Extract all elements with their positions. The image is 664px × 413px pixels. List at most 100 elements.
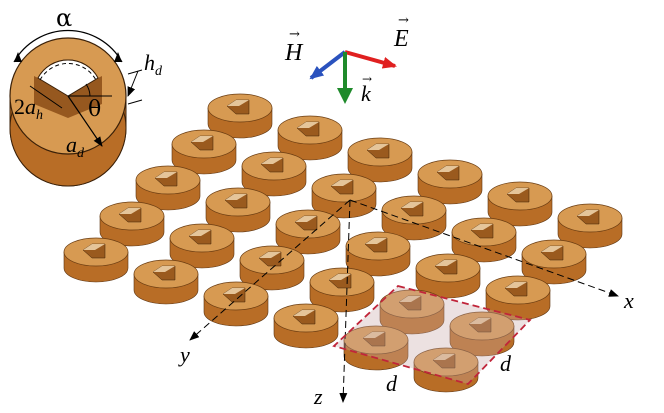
dielectric-disk [309,267,375,313]
electric-field-label: E [393,26,409,52]
disk-hole-floor [433,354,455,360]
dielectric-disk [207,93,273,139]
period-label-x: d [500,351,512,376]
height-label: hd [144,50,163,79]
dielectric-disk [451,217,517,263]
period-label-y: d [386,371,398,396]
dielectric-disk [273,303,339,349]
z-axis-label: z [313,384,323,409]
dielectric-disk [347,137,413,183]
alpha-arrowhead-left [14,52,22,62]
electric-field-arrow [344,50,397,69]
alpha-label: α [56,4,72,32]
dielectric-disk [311,173,377,219]
disk-hole-floor [155,172,177,178]
disk-hole-floor [401,202,423,208]
dielectric-disk [135,165,201,211]
disk-hole-floor [437,166,459,172]
disk-hole-floor [471,224,493,230]
disk-hole-floor [367,144,389,150]
alpha-arc [13,29,123,63]
disk-hole-floor [259,252,281,258]
x-axis-label: x [623,288,634,313]
disk-hole-floor [329,274,351,280]
unit-cell: d d [332,285,532,396]
disk-hole-floor [295,216,317,222]
disk-inset: α θ ad 2ah hd [9,4,163,187]
dielectric-disk [379,289,445,335]
x-axis-line [349,199,619,297]
disk-hole-floor [225,194,247,200]
disk-hole-floor [297,122,319,128]
dielectric-disk [345,231,411,277]
disk-hole-floor [153,266,175,272]
dielectric-disk [63,237,129,283]
disk-hole-floor [365,238,387,244]
alpha-arrowhead-right [114,52,122,62]
disk-hole-floor [189,230,211,236]
dielectric-disk [485,275,551,321]
electric-vector-arrow-icon: → [398,13,409,28]
dielectric-disk [415,253,481,299]
dielectric-disk [417,159,483,205]
disk-hole-floor [505,282,527,288]
disk-hole-floor [577,210,599,216]
wavevector-arrow-icon: → [362,72,372,86]
disk-hole-floor [223,288,245,294]
disk-hole-floor [119,208,141,214]
dielectric-disk [171,129,237,175]
dielectric-disk [239,245,305,291]
unit-cell-outline [332,285,532,386]
disk-hole-floor [83,244,105,250]
dielectric-disk [487,181,553,227]
hole-label: 2ah [14,94,43,123]
dielectric-disk [241,151,307,197]
radius-arrow [67,95,103,147]
field-vectors: H → E → k → [284,13,409,106]
coordinate-axes: x y z [178,199,634,409]
dielectric-disk [275,209,341,255]
disk-hole-floor [191,136,213,142]
dielectric-disk [557,203,623,249]
dielectric-disk [521,239,587,285]
dielectric-disk [343,325,409,371]
wavevector-label: k [361,81,372,106]
dielectric-disk [381,195,447,241]
dielectric-disk [205,187,271,233]
dielectric-disk [449,311,515,357]
y-axis-line [189,199,351,341]
disk-hole-floor [399,296,421,302]
dielectric-disk [203,281,269,327]
radius-label: ad [66,132,85,161]
z-axis-line [339,199,351,403]
dielectric-disk [169,223,235,269]
wavevector-arrowhead [337,88,353,104]
dielectric-disk [99,201,165,247]
disk-hole-floor [469,318,491,324]
disk-hole-floor [293,310,315,316]
theta-arc [85,83,91,97]
height-ref-bottom [127,99,143,105]
y-axis-label: y [178,342,190,367]
disk-hole-floor [541,246,563,252]
magnetic-field-arrow [309,50,347,80]
dielectric-disk [277,115,343,161]
inset-inner-arc [39,63,97,81]
dielectric-disk [133,259,199,305]
magnetic-vector-arrow-icon: → [289,27,300,42]
inset-hole-opening [37,59,99,97]
height-ref-top [127,69,143,75]
disk-hole-floor [261,158,283,164]
disk-hole-floor [435,260,457,266]
magnetic-field-label: H [284,40,304,66]
disk-hole-floor [363,332,385,338]
disk-hole-floor [507,188,529,194]
disk-array [63,93,623,393]
disk-hole-floor [331,180,353,186]
hole-dimension-line [29,85,63,109]
theta-label: θ [88,97,101,122]
disk-hole-floor [227,100,249,106]
height-arrow [127,70,139,97]
